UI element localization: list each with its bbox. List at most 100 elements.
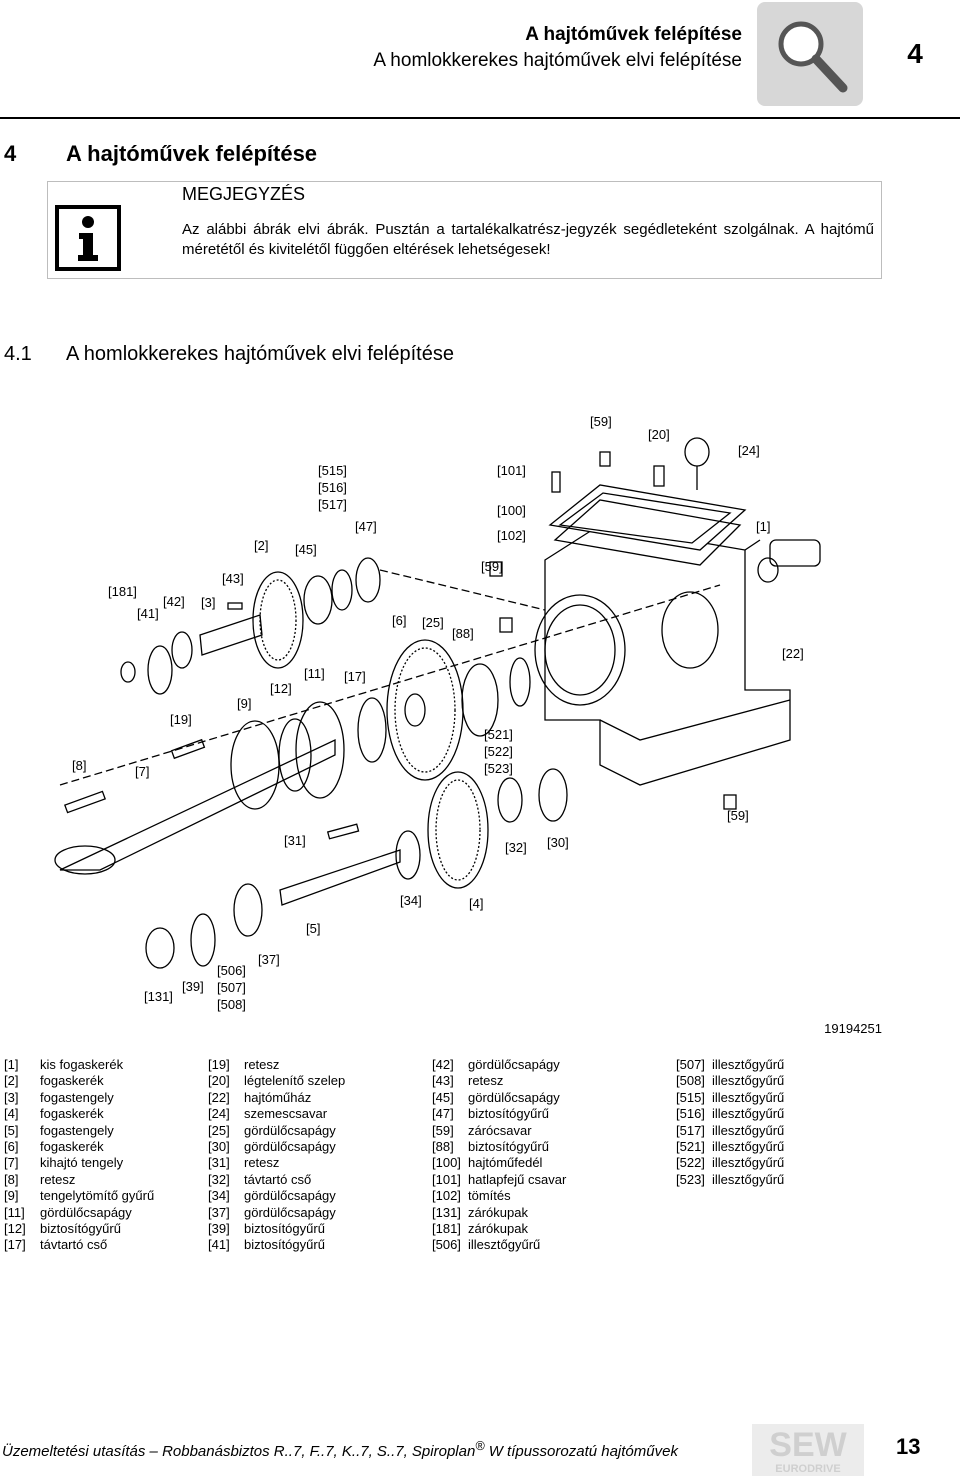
running-header-subtitle: A homlokkerekes hajtóművek elvi felépíté… (373, 50, 742, 71)
callout-label: [59] (727, 808, 749, 823)
note-box (47, 181, 882, 279)
callout-label: [101] (497, 463, 526, 478)
legend-column: [507]illesztőgyűrű[508]illesztőgyűrű[515… (676, 1057, 784, 1188)
legend-text: távtartó cső (244, 1171, 312, 1187)
callout-label: [11] (304, 666, 325, 681)
legend-text: hatlapfejű csavar (468, 1171, 567, 1187)
legend-code: [4] (4, 1106, 19, 1122)
legend-item: [101] hatlapfejű csavar (432, 1172, 566, 1188)
legend-code: [37] (208, 1204, 230, 1220)
legend-item: [521]illesztőgyűrű (676, 1139, 784, 1155)
legend-text: zárókupak (468, 1221, 528, 1237)
exploded-view-figure: [59][20][24][515][516][517][101][100][10… (0, 400, 960, 1040)
section-number: 4.1 (4, 343, 32, 365)
callout-label: [47] (355, 519, 377, 534)
callout-label: [24] (738, 443, 760, 458)
legend-text: hajtóműfedél (468, 1155, 543, 1171)
sew-eurodrive-logo: SEW EURODRIVE (752, 1424, 864, 1476)
legend-column: [19]retesz[20]légtelenítő szelep[22]hajt… (208, 1057, 345, 1254)
legend-text: retesz (40, 1171, 76, 1187)
legend-text: szemescsavar (244, 1106, 328, 1122)
legend-text: zárókupak (468, 1204, 528, 1220)
legend-item: [11]gördülőcsapágy (4, 1205, 154, 1221)
footer-text-part1: Üzemeltetési utasítás – Robbanásbiztos R… (2, 1443, 476, 1460)
legend-code: [17] (4, 1237, 26, 1253)
legend-item: [88] biztosítógyűrű (432, 1139, 566, 1155)
legend-code: [1] (4, 1057, 19, 1072)
legend-code: [88] (432, 1139, 454, 1155)
legend-code: [20] (208, 1073, 230, 1089)
legend-text: gördülőcsapágy (40, 1204, 132, 1220)
legend-code: [506] (432, 1237, 461, 1253)
magnifier-icon (757, 2, 863, 106)
footer-text-part2: W típussorozatú hajtóművek (484, 1443, 678, 1460)
legend-code: [6] (4, 1139, 19, 1155)
legend-text: illesztőgyűrű (712, 1106, 785, 1122)
legend-code: [507] (676, 1057, 705, 1072)
callout-label: [102] (497, 528, 526, 543)
logo-text: SEW (769, 1426, 847, 1464)
callout-label: [4] (469, 896, 483, 911)
callout-label: [517] (318, 497, 347, 512)
callout-label: [34] (400, 893, 422, 908)
legend-item: [32]távtartó cső (208, 1172, 345, 1188)
legend-code: [5] (4, 1122, 19, 1138)
callout-label: [45] (295, 542, 317, 557)
legend-item: [22]hajtóműház (208, 1090, 345, 1106)
registered-mark: ® (475, 1439, 485, 1453)
legend-code: [131] (432, 1204, 461, 1220)
callout-label: [6] (392, 613, 406, 628)
legend-text: illesztőgyűrű (712, 1057, 785, 1072)
legend-text: biztosítógyűrű (468, 1106, 549, 1122)
legend-item: [515]illesztőgyűrű (676, 1090, 784, 1106)
legend-column: [42]gördülőcsapágy[43]retesz[45]gördülőc… (432, 1057, 566, 1254)
callout-label: [181] (108, 584, 137, 599)
callout-label: [88] (452, 626, 474, 641)
legend-text: biztosítógyűrű (468, 1139, 549, 1155)
callout-label: [39] (182, 979, 204, 994)
footer-title: Üzemeltetési utasítás – Robbanásbiztos R… (2, 1439, 678, 1460)
legend-text: gördülőcsapágy (244, 1139, 336, 1155)
legend-item: [100]hajtóműfedél (432, 1155, 566, 1171)
callout-label: [100] (497, 503, 526, 518)
gearbox-housing-drawing (54, 437, 821, 969)
legend-item: [3]fogastengely (4, 1090, 154, 1106)
legend-code: [59] (432, 1122, 454, 1138)
legend-item: [30] gördülőcsapágy (208, 1139, 345, 1155)
callout-label: [516] (318, 480, 347, 495)
legend-item: [47]biztosítógyűrű (432, 1106, 566, 1122)
legend-text: gördülőcsapágy (244, 1204, 336, 1220)
legend-text: illesztőgyűrű (712, 1122, 785, 1138)
legend-code: [181] (432, 1221, 461, 1237)
legend-code: [3] (4, 1089, 19, 1105)
callout-label: [12] (270, 681, 292, 696)
callout-label: [59] (481, 559, 503, 574)
legend-item: [5] fogastengely (4, 1123, 154, 1139)
legend-item: [25]gördülőcsapágy (208, 1123, 345, 1139)
legend-code: [101] (432, 1171, 461, 1187)
legend-text: retesz (244, 1057, 280, 1072)
legend-text: illesztőgyűrű (468, 1237, 541, 1253)
legend-item: [34]gördülőcsapágy (208, 1188, 345, 1204)
legend-code: [45] (432, 1089, 454, 1105)
legend-text: fogaskerék (40, 1106, 104, 1122)
legend-code: [30] (208, 1139, 230, 1155)
callout-label: [19] (170, 712, 192, 727)
legend-text: fogaskerék (40, 1073, 104, 1089)
header-rule (0, 117, 960, 119)
legend-item: [41]biztosítógyűrű (208, 1237, 345, 1253)
legend-text: hajtóműház (244, 1089, 312, 1105)
callout-label: [8] (72, 758, 86, 773)
legend-item: [181] zárókupak (432, 1221, 566, 1237)
legend-text: biztosítógyűrű (244, 1221, 325, 1237)
callout-label: [523] (484, 761, 513, 776)
chapter-tab-number: 4 (907, 38, 923, 69)
running-header-title: A hajtóművek felépítése (525, 24, 742, 45)
legend-code: [7] (4, 1155, 19, 1171)
legend-code: [43] (432, 1073, 454, 1089)
legend-text: fogastengely (40, 1122, 114, 1138)
legend-code: [34] (208, 1188, 230, 1204)
legend-text: tömítés (468, 1188, 511, 1204)
legend-text: kis fogaskerék (40, 1057, 124, 1072)
